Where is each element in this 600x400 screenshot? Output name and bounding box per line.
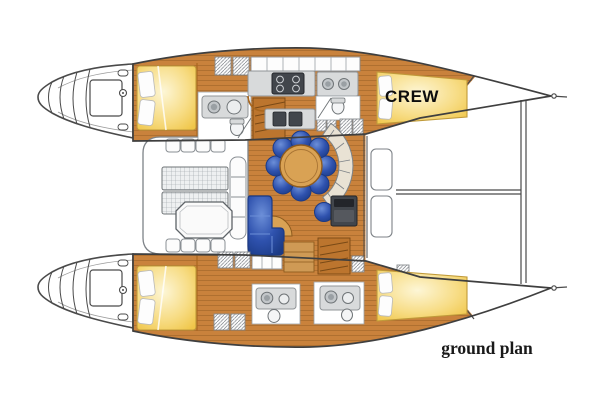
pillow	[378, 295, 393, 317]
toilet	[267, 309, 281, 323]
dining-table	[279, 144, 323, 188]
locker	[351, 255, 365, 273]
foredeck-hatch	[370, 195, 393, 238]
pillow	[137, 71, 156, 98]
bow-fittings	[550, 93, 568, 291]
galley-stove	[271, 72, 305, 95]
door	[317, 97, 332, 119]
forward-crossbeam	[520, 100, 527, 284]
starboard-companionway	[283, 237, 351, 275]
starboard-forward-cabin-bed	[376, 269, 468, 322]
basin	[226, 99, 242, 115]
toilet	[341, 308, 353, 322]
galley	[214, 56, 361, 132]
door	[237, 117, 252, 139]
engine-hatch	[89, 269, 123, 307]
locker	[352, 118, 364, 136]
bowsprit-beam	[396, 189, 521, 195]
cleat	[117, 259, 129, 267]
port-aft-cabin-bed	[136, 65, 197, 131]
port-aft-head	[197, 91, 252, 141]
pillow	[137, 99, 156, 126]
engine-hatch	[89, 79, 123, 117]
cleat	[117, 313, 129, 321]
galley-bar-edge	[247, 95, 266, 112]
salon-cabinets	[217, 251, 283, 270]
locker	[213, 313, 230, 331]
pillow	[378, 75, 393, 97]
crew-cabin-label: CREW	[385, 87, 439, 106]
locker	[230, 313, 246, 331]
foredeck	[370, 100, 527, 284]
pillow	[137, 298, 156, 325]
cockpit-bench-fwd	[165, 238, 226, 253]
pillow	[378, 98, 393, 120]
transom-steps	[48, 68, 91, 128]
nav-station	[314, 195, 358, 227]
windshield	[363, 134, 368, 260]
cleat	[117, 69, 129, 77]
cockpit-table	[175, 201, 233, 239]
basin	[278, 293, 290, 305]
basin	[342, 292, 354, 304]
locker	[234, 251, 251, 269]
locker	[214, 56, 232, 76]
pillow	[378, 272, 393, 294]
starboard-forward-head	[313, 281, 365, 325]
starboard-stern-platform	[37, 253, 134, 329]
starboard-aft-head	[251, 283, 301, 325]
stove-burners	[276, 75, 300, 93]
pillow	[137, 270, 156, 297]
port-stern-platform	[37, 63, 134, 139]
cockpit	[142, 136, 249, 255]
cockpit-sunpad	[161, 166, 229, 191]
starboard-aft-cabin-bed	[136, 265, 197, 331]
cockpit-side-bench	[229, 156, 247, 240]
locker	[232, 56, 250, 76]
locker	[339, 118, 353, 136]
plan-caption: ground plan	[441, 338, 533, 358]
crew-cabin-bed	[376, 71, 468, 125]
transom-steps	[48, 258, 91, 318]
foredeck-hatch	[370, 148, 393, 191]
cleat	[117, 123, 129, 131]
port-forward-head	[315, 95, 361, 121]
l-sofa	[247, 195, 285, 256]
locker	[217, 251, 234, 269]
